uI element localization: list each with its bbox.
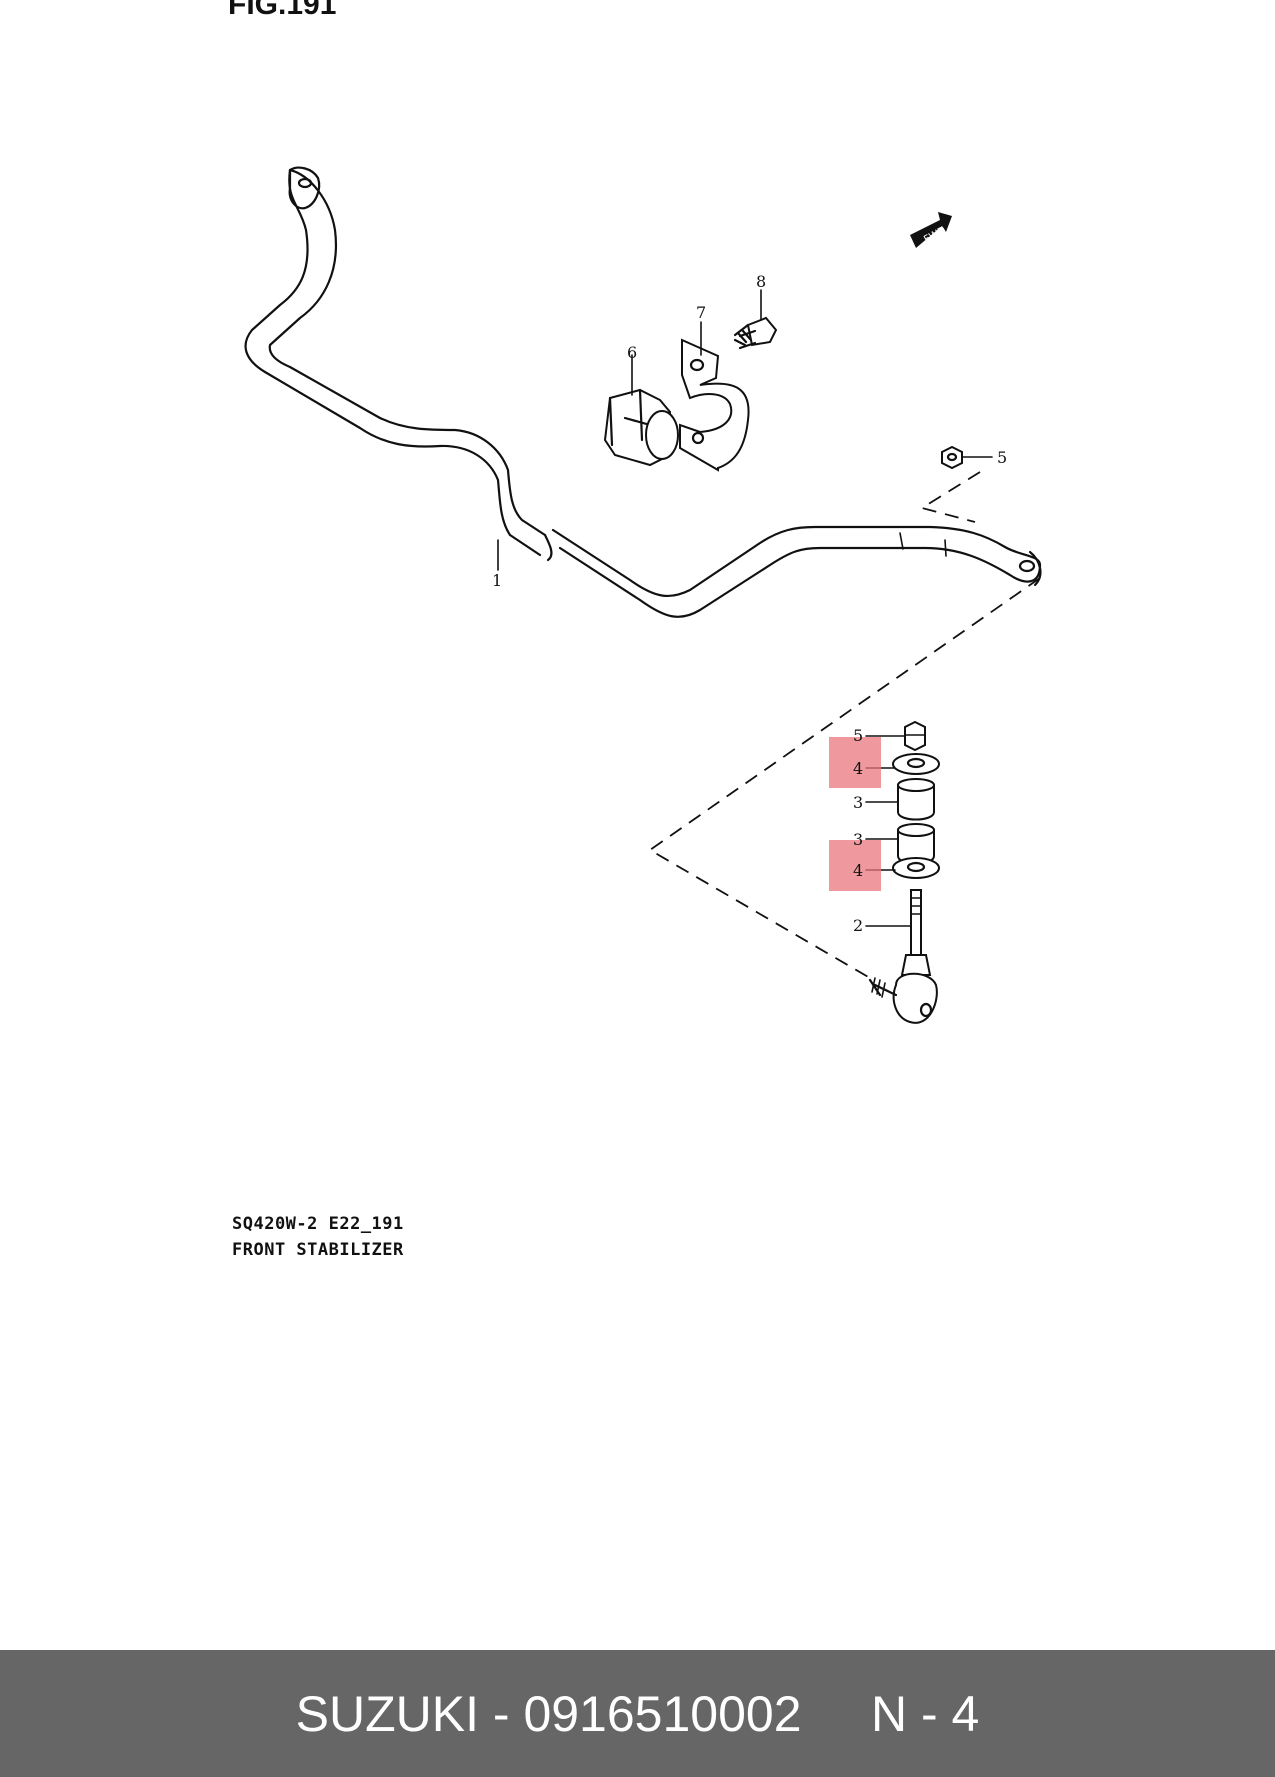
callout-leaders <box>497 289 993 927</box>
callout-5-lower: 5 <box>853 726 863 745</box>
forward-direction-arrow: FWD <box>910 212 952 248</box>
bushing <box>603 388 679 467</box>
callout-8: 8 <box>756 272 766 291</box>
callout-6: 6 <box>627 343 637 362</box>
figure-title: FIG.191 <box>228 0 337 21</box>
footer-bar: SUZUKI - 0916510002 N - 4 <box>0 1650 1275 1777</box>
stabilizer-link-stack <box>868 720 940 1024</box>
figure-name: FRONT STABILIZER <box>232 1240 404 1260</box>
callout-4-upper: 4 <box>853 759 863 778</box>
callout-1: 1 <box>492 571 502 590</box>
front-stabilizer-diagram: FWD <box>244 166 1042 1024</box>
part-number-label: SUZUKI - 0916510002 N - 4 <box>295 1685 980 1742</box>
stabilizer-bar <box>244 166 1042 618</box>
bolt <box>733 316 778 350</box>
callout-5-upper: 5 <box>997 448 1007 467</box>
callout-3-upper: 3 <box>853 793 863 812</box>
bracket <box>679 338 750 472</box>
highlight-4-upper <box>829 737 881 788</box>
highlight-4-lower <box>829 840 881 891</box>
callout-3-lower: 3 <box>853 830 863 849</box>
nut-upper <box>941 445 963 470</box>
callout-7: 7 <box>696 303 706 322</box>
figure-code: SQ420W-2 E22_191 <box>232 1214 404 1234</box>
assembly-line-nut <box>919 471 981 523</box>
assembly-line-link <box>648 577 1041 979</box>
callout-4-lower: 4 <box>853 861 863 880</box>
callout-2: 2 <box>853 916 863 935</box>
